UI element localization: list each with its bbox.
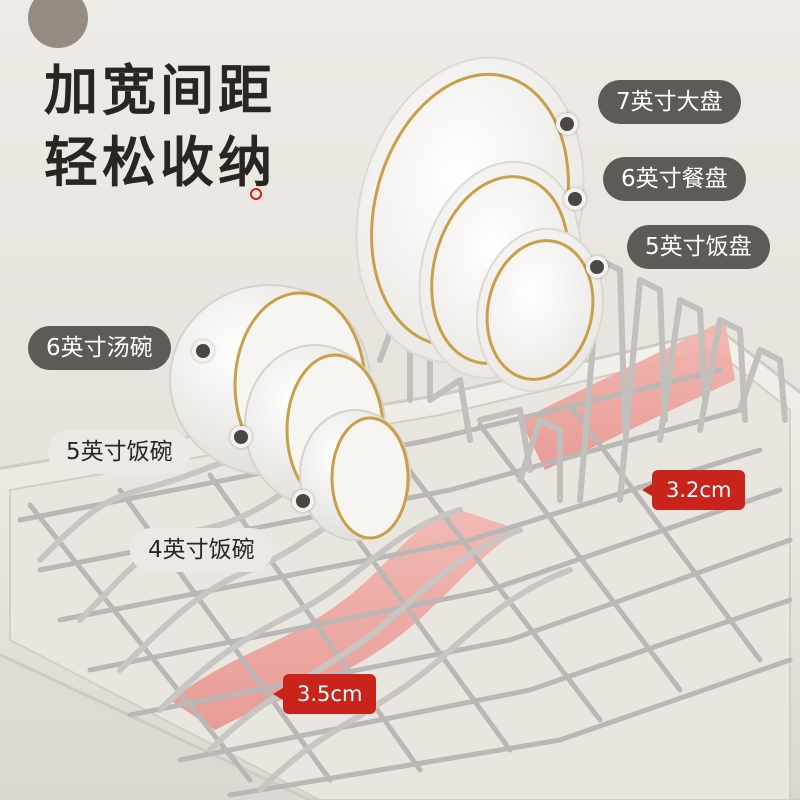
- label-plate-6: 6英寸餐盘: [603, 157, 746, 201]
- headline: 加宽间距 轻松收纳: [44, 55, 276, 199]
- marker-bowl-5: [230, 426, 252, 448]
- gap-label-plates: 3.2cm: [642, 470, 746, 510]
- gap-label-bowls-text: 3.5cm: [297, 682, 363, 706]
- marker-bowl-6: [192, 340, 214, 362]
- label-bowl-5: 5英寸饭碗: [48, 430, 191, 474]
- plate-5-inch: [476, 227, 604, 393]
- headline-line-2: 轻松收纳: [44, 131, 276, 194]
- gap-label-plates-text: 3.2cm: [666, 478, 732, 502]
- label-bowl-6: 6英寸汤碗: [28, 326, 171, 370]
- bowl-4-inch: [299, 409, 411, 541]
- label-plate-5: 5英寸饭盘: [627, 225, 770, 269]
- label-plate-7: 7英寸大盘: [598, 80, 741, 124]
- label-bowl-4: 4英寸饭碗: [130, 528, 273, 572]
- gap-pointer-icon: [642, 484, 652, 496]
- gap-pointer-icon: [273, 688, 283, 700]
- marker-plate-5: [586, 256, 608, 278]
- gap-label-bowls: 3.5cm: [273, 674, 377, 714]
- marker-plate-7: [556, 113, 578, 135]
- decorative-circle: [28, 0, 88, 48]
- marker-bowl-4: [292, 490, 314, 512]
- red-dot-icon: [250, 188, 262, 200]
- marker-plate-6: [564, 188, 586, 210]
- headline-line-1: 加宽间距: [44, 59, 276, 122]
